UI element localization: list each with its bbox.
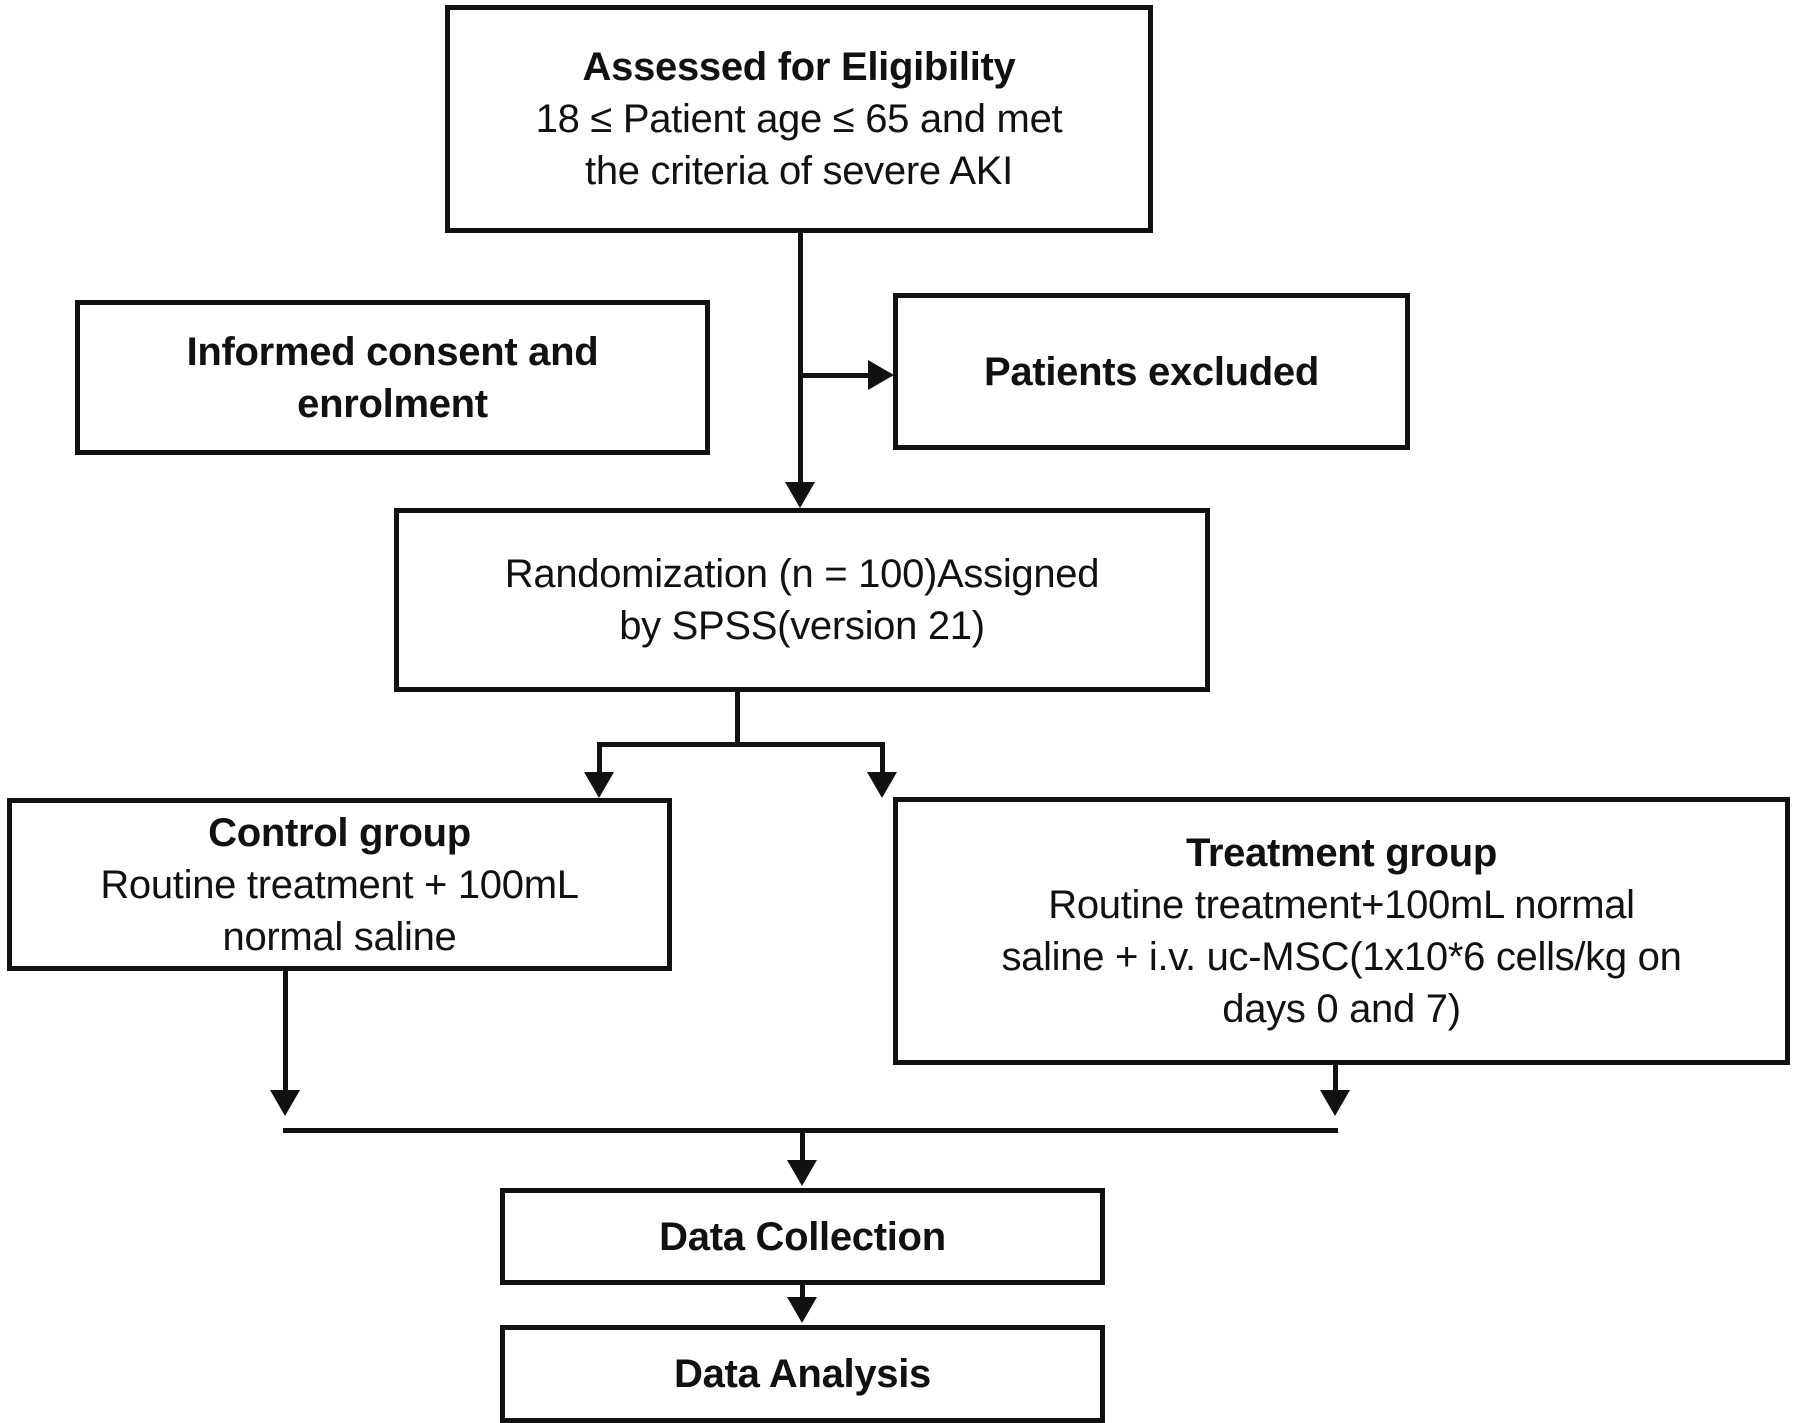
patients-excluded-title: Patients excluded [983, 349, 1320, 394]
assessed-for-eligibility-line-1: 18 ≤ Patient age ≤ 65 and met [535, 97, 1063, 141]
informed-consent-line-1: Informed consent and [186, 329, 599, 374]
edge-randomization-to-control-arrowhead [584, 772, 614, 798]
node-data-collection: Data Collection [500, 1188, 1105, 1285]
edge-eligibility-to-randomization-trunk [798, 233, 803, 482]
edge-randomization-to-treatment-arrowhead [867, 772, 897, 798]
edge-randomization-split-trunk [735, 692, 740, 747]
node-treatment-group: Treatment group Routine treatment+100mL … [893, 797, 1790, 1065]
node-data-analysis: Data Analysis [500, 1325, 1105, 1423]
edge-data-collection-to-data-analysis-vertical [800, 1285, 805, 1299]
edge-randomization-to-control-vertical [597, 742, 602, 778]
data-analysis-title: Data Analysis [674, 1352, 931, 1396]
edge-merge-to-data-collection-arrowhead [787, 1160, 817, 1186]
edge-eligibility-to-randomization-arrowhead [785, 482, 815, 508]
assessed-for-eligibility-line-2: the criteria of severe AKI [585, 149, 1013, 193]
edge-treatment-to-merge-vertical [1333, 1065, 1338, 1093]
edge-control-to-merge-vertical [283, 971, 288, 1093]
control-group-line-1: Routine treatment + 100mL [100, 862, 579, 907]
edge-merge-bar [283, 1128, 1338, 1133]
edge-data-collection-to-data-analysis-arrowhead [787, 1297, 817, 1323]
node-patients-excluded: Patients excluded [893, 293, 1410, 450]
node-control-group: Control group Routine treatment + 100mL … [7, 798, 672, 971]
edge-merge-to-data-collection-vertical [800, 1128, 805, 1162]
edge-eligibility-to-excluded-horizontal [798, 373, 870, 378]
control-group-line-2: normal saline [222, 914, 457, 959]
assessed-for-eligibility-title: Assessed for Eligibility [582, 45, 1016, 89]
treatment-group-line-1: Routine treatment+100mL normal [1048, 883, 1635, 927]
edge-eligibility-to-excluded-arrowhead [868, 360, 894, 390]
node-assessed-for-eligibility: Assessed for Eligibility 18 ≤ Patient ag… [445, 5, 1153, 233]
control-group-title: Control group [208, 810, 471, 855]
informed-consent-line-2: enrolment [297, 381, 488, 426]
edge-randomization-to-treatment-vertical [880, 742, 885, 778]
edge-treatment-to-merge-arrowhead [1320, 1090, 1350, 1116]
edge-randomization-split-bar [597, 742, 885, 747]
data-collection-title: Data Collection [659, 1214, 946, 1259]
treatment-group-line-2: saline + i.v. uc-MSC(1x10*6 cells/kg on [1001, 935, 1682, 979]
edge-control-to-merge-arrowhead [270, 1090, 300, 1116]
randomization-line-1: Randomization (n = 100)Assigned [504, 552, 1100, 596]
treatment-group-title: Treatment group [1185, 831, 1498, 875]
randomization-line-2: by SPSS(version 21) [619, 604, 985, 648]
node-randomization: Randomization (n = 100)Assigned by SPSS(… [394, 508, 1210, 692]
treatment-group-line-3: days 0 and 7) [1222, 987, 1461, 1031]
node-informed-consent-and-enrolment: Informed consent and enrolment [75, 300, 710, 455]
